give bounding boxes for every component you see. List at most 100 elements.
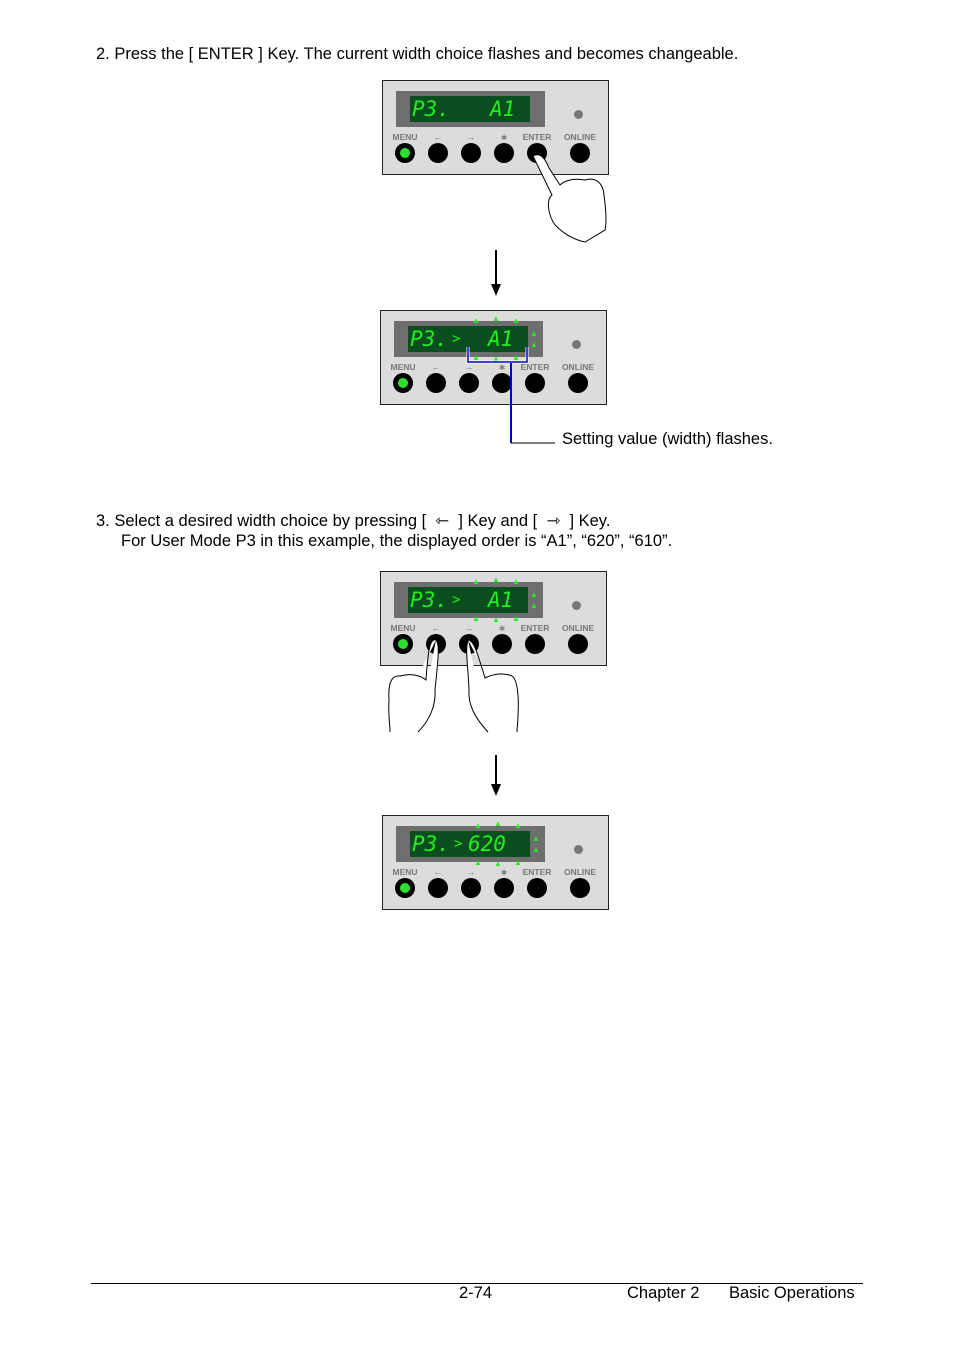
asterisk-key-label: ∗ bbox=[498, 623, 506, 633]
enter-key-label: ENTER bbox=[520, 362, 550, 372]
step-3-line-1: 3. Select a desired width choice by pres… bbox=[96, 511, 610, 531]
operation-panel: P3. A1 MENU ← → ∗ ENTER ONLINE bbox=[382, 80, 609, 175]
operation-panel: P3. > A1 ▲ ▲ ▲ ▲ ▲ ▲ ▲ ▲ MENU ← → ∗ ENTER ONLINE bbox=[380, 571, 607, 666]
flash-indicator-icon: ▲ bbox=[472, 577, 480, 586]
menu-key-label: MENU bbox=[392, 132, 418, 142]
flash-indicator-icon: ▲ bbox=[474, 821, 482, 830]
flash-indicator-icon: ▲ bbox=[530, 329, 538, 338]
flash-indicator-icon: ▲ bbox=[492, 615, 500, 624]
menu-key-label: MENU bbox=[390, 362, 416, 372]
lcd-value: A1 bbox=[490, 97, 516, 121]
lcd-mode: P3. bbox=[410, 327, 448, 351]
right-key-label: → bbox=[464, 623, 474, 633]
flash-indicator-icon: ▲ bbox=[532, 834, 540, 843]
asterisk-key-button[interactable] bbox=[492, 634, 512, 654]
menu-key-button[interactable] bbox=[395, 878, 415, 898]
footer-chapter: Chapter 2 bbox=[627, 1284, 700, 1302]
asterisk-key-button[interactable] bbox=[494, 878, 514, 898]
flash-indicator-icon: ▲ bbox=[492, 314, 500, 323]
online-key-label: ONLINE bbox=[563, 867, 597, 877]
menu-key-button[interactable] bbox=[395, 143, 415, 163]
flash-indicator-icon: ▲ bbox=[530, 590, 538, 599]
left-key-button[interactable] bbox=[428, 878, 448, 898]
menu-key-label: MENU bbox=[392, 867, 418, 877]
flash-indicator-icon: ▲ bbox=[472, 614, 480, 623]
enter-key-button[interactable] bbox=[527, 878, 547, 898]
lcd-display: P3. > 620 ▲▲▲▲▲▲▲▲ bbox=[396, 819, 545, 868]
flash-indicator-icon: ▲ bbox=[474, 858, 482, 867]
right-key-label: → bbox=[464, 362, 474, 372]
flash-indicator-icon: ▲ bbox=[530, 340, 538, 349]
flash-indicator-icon: ▲ bbox=[512, 577, 520, 586]
flash-indicator-icon: ▲ bbox=[530, 601, 538, 610]
lcd-separator: > bbox=[452, 592, 461, 608]
status-led bbox=[572, 601, 581, 610]
hand-pressing-right-icon bbox=[466, 639, 519, 733]
operation-panel: P3. > A1 ▲▲▲▲▲▲▲▲MENU ← → ∗ ENTER ONLINE bbox=[380, 310, 607, 405]
down-arrow-icon bbox=[491, 755, 501, 796]
flash-indicator-icon: ▲ bbox=[492, 354, 500, 363]
asterisk-key-label: ∗ bbox=[500, 132, 508, 142]
lcd-value: 620 bbox=[468, 832, 506, 856]
flash-indicator-icon: ▲ bbox=[514, 821, 522, 830]
flash-indicator-icon: ▲ bbox=[492, 575, 500, 584]
callout-bracket bbox=[466, 347, 555, 444]
status-led bbox=[572, 340, 581, 349]
step-3-text-c: ] Key. bbox=[569, 512, 611, 530]
right-key-button[interactable] bbox=[461, 143, 481, 163]
online-key-label: ONLINE bbox=[561, 362, 595, 372]
status-led bbox=[574, 110, 583, 119]
page-number: 2-74 bbox=[459, 1284, 493, 1302]
right-key-button[interactable] bbox=[459, 373, 479, 393]
lcd-value: A1 bbox=[488, 588, 514, 612]
left-arrow-key-icon: ⇽ bbox=[430, 512, 454, 530]
menu-key-label: MENU bbox=[390, 623, 416, 633]
menu-key-button[interactable] bbox=[393, 373, 413, 393]
flash-indicator-icon: ▲ bbox=[512, 316, 520, 325]
lcd-separator: > bbox=[454, 836, 463, 852]
step-3-text-a: 3. Select a desired width choice by pres… bbox=[96, 512, 427, 530]
operation-panel: P3. > 620 ▲▲▲▲▲▲▲▲MENU ← → ∗ ENTER ONLIN… bbox=[382, 815, 609, 910]
flash-indicator-icon: ▲ bbox=[494, 819, 502, 828]
callout-text: Setting value (width) flashes. bbox=[562, 430, 773, 448]
online-key-label: ONLINE bbox=[563, 132, 597, 142]
enter-key-label: ENTER bbox=[520, 623, 550, 633]
right-key-button[interactable] bbox=[461, 878, 481, 898]
lcd-mode: P3. bbox=[412, 97, 450, 121]
right-key-label: → bbox=[466, 132, 476, 142]
online-key-button[interactable] bbox=[568, 373, 588, 393]
lcd-mode: P3. bbox=[412, 832, 450, 856]
flash-indicator-icon: ▲ bbox=[494, 859, 502, 868]
hand-pressing-left-icon bbox=[388, 639, 439, 733]
online-key-button[interactable] bbox=[568, 634, 588, 654]
left-key-label: ← bbox=[433, 132, 443, 142]
left-key-label: ← bbox=[431, 362, 441, 372]
footer-section: Basic Operations bbox=[729, 1284, 855, 1302]
right-key-label: → bbox=[466, 867, 476, 877]
asterisk-key-button[interactable] bbox=[492, 373, 512, 393]
enter-key-label: ENTER bbox=[522, 132, 552, 142]
enter-key-button[interactable] bbox=[525, 634, 545, 654]
lcd-mode: P3. bbox=[410, 588, 448, 612]
left-key-button[interactable] bbox=[426, 373, 446, 393]
online-key-button[interactable] bbox=[570, 878, 590, 898]
left-key-label: ← bbox=[431, 623, 441, 633]
down-arrow-icon bbox=[491, 250, 501, 296]
menu-key-button[interactable] bbox=[393, 634, 413, 654]
lcd-display: P3. A1 bbox=[396, 91, 545, 127]
left-key-button[interactable] bbox=[428, 143, 448, 163]
online-key-button[interactable] bbox=[570, 143, 590, 163]
flash-indicator-icon: ▲ bbox=[472, 353, 480, 362]
hand-pressing-enter-icon bbox=[532, 154, 607, 243]
status-led bbox=[574, 845, 583, 854]
flash-indicator-icon: ▲ bbox=[512, 614, 520, 623]
asterisk-key-button[interactable] bbox=[494, 143, 514, 163]
online-key-label: ONLINE bbox=[561, 623, 595, 633]
flash-indicator-icon: ▲ bbox=[512, 353, 520, 362]
enter-key-label: ENTER bbox=[522, 867, 552, 877]
right-arrow-key-icon: ⇾ bbox=[541, 512, 565, 530]
asterisk-key-label: ∗ bbox=[500, 867, 508, 877]
enter-key-button[interactable] bbox=[525, 373, 545, 393]
